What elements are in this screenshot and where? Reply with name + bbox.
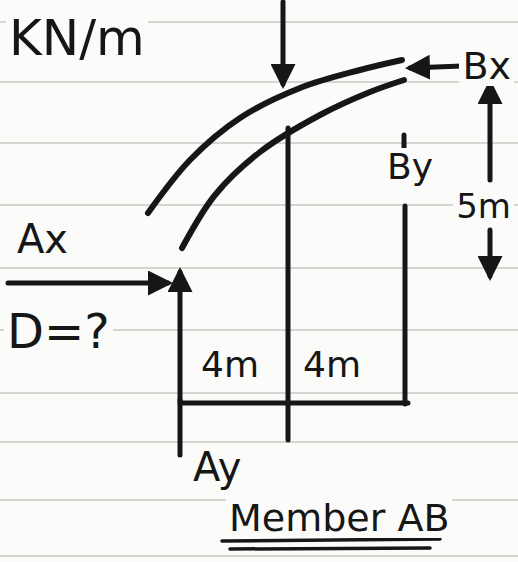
unknown-label: D=? xyxy=(4,306,113,356)
ay-arrow xyxy=(178,272,183,400)
member-outer-edge xyxy=(148,60,402,213)
ruled-line xyxy=(0,204,518,206)
reaction-label: Bx xyxy=(459,46,514,86)
dimension-5m-down xyxy=(488,230,493,276)
left-support-line xyxy=(178,400,183,455)
by-tick xyxy=(402,135,407,148)
dimension-label: 5m xyxy=(453,188,514,224)
ruled-line xyxy=(0,267,518,269)
dimension-5m-up xyxy=(488,84,493,180)
reaction-label: Ax xyxy=(14,218,71,260)
base-line xyxy=(180,401,408,406)
ax-arrow xyxy=(8,281,168,286)
underline xyxy=(222,539,440,541)
ruled-line xyxy=(0,441,518,443)
title-label: Member AB xyxy=(226,498,452,538)
center-line xyxy=(286,128,291,440)
ruled-lines xyxy=(0,22,518,556)
reaction-label: Ay xyxy=(190,446,244,488)
dimension-label: 4m xyxy=(198,346,262,384)
member-sketch xyxy=(8,2,490,549)
ruled-line xyxy=(0,555,518,557)
underline xyxy=(230,548,430,549)
load-intensity: KN/m xyxy=(6,12,148,64)
ruled-line xyxy=(0,392,518,394)
load-arrow xyxy=(281,2,286,84)
bx-arrow xyxy=(410,66,462,68)
dimension-label: 4m xyxy=(300,346,364,384)
right-support-line xyxy=(403,206,408,404)
ruled-line xyxy=(0,81,518,83)
member-inner-edge xyxy=(182,80,404,248)
reaction-label: By xyxy=(384,148,436,186)
ruled-line xyxy=(0,142,518,144)
